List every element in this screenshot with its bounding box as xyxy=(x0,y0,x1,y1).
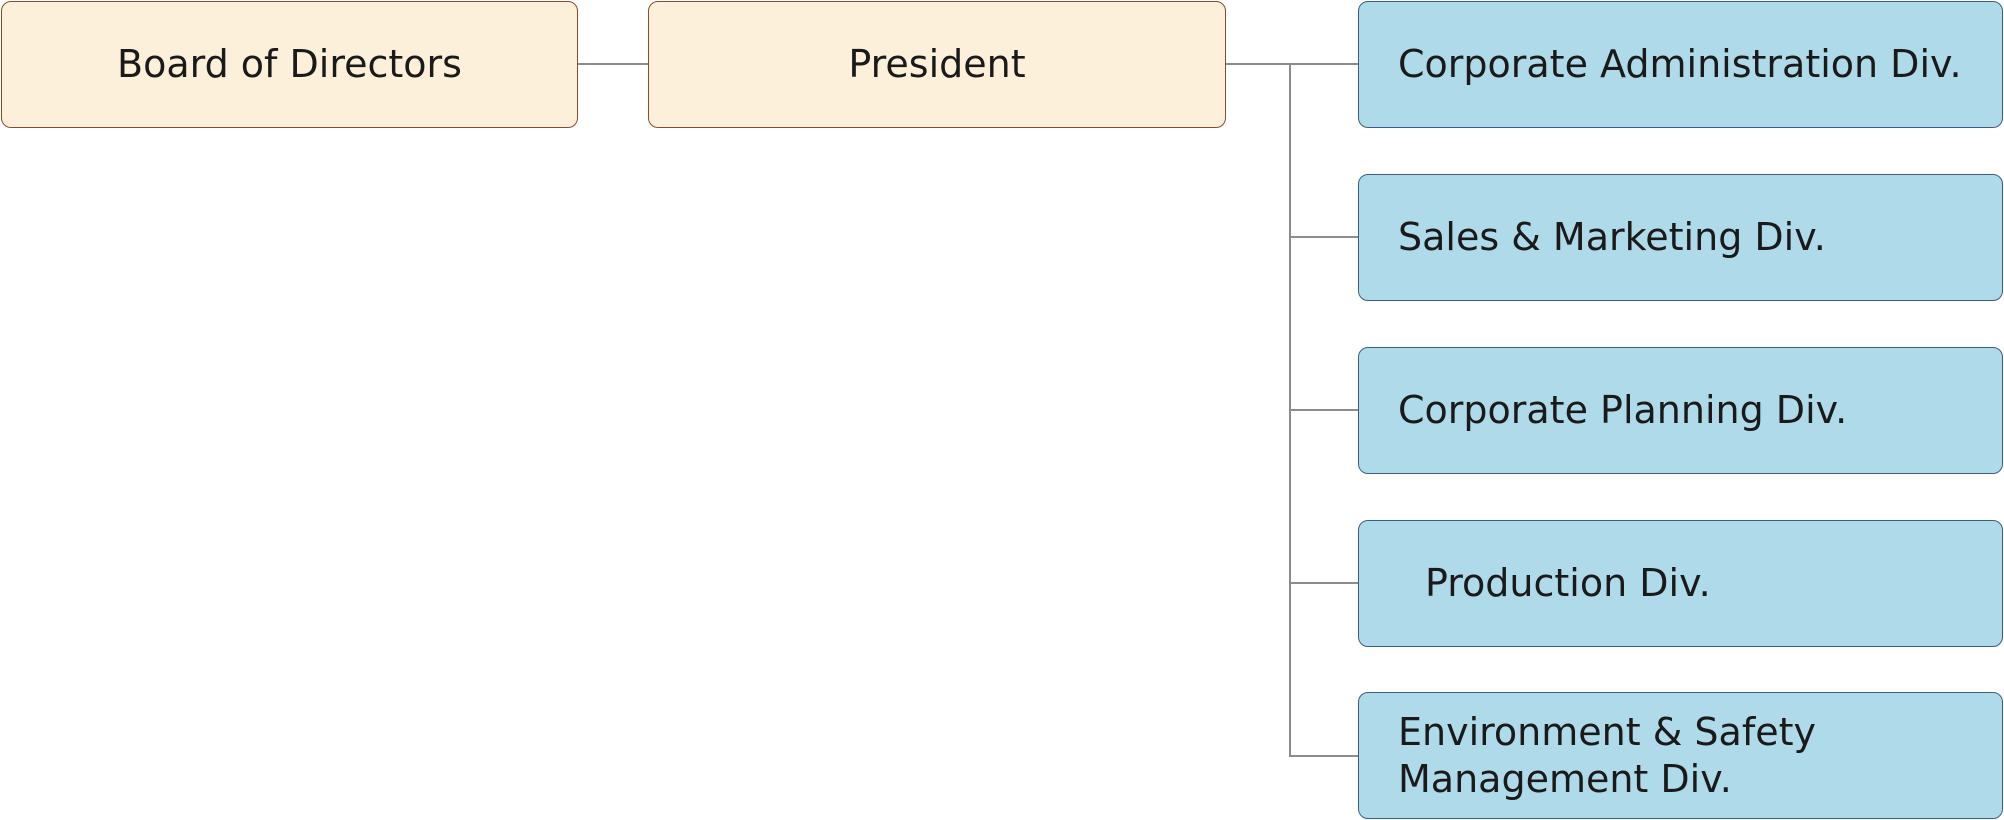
environment-safety-label-line-1: Environment & Safety xyxy=(1398,709,1816,754)
connector-branch-environment-safety xyxy=(1289,755,1359,757)
production-division-box: Production Div. xyxy=(1358,520,2003,647)
sales-marketing-division-label: Sales & Marketing Div. xyxy=(1398,215,1826,259)
board-of-directors-box: Board of Directors xyxy=(1,1,578,128)
sales-marketing-division-box: Sales & Marketing Div. xyxy=(1358,174,2003,301)
connector-board-president xyxy=(577,63,649,65)
board-of-directors-label: Board of Directors xyxy=(117,42,462,86)
president-label: President xyxy=(848,42,1026,86)
corporate-planning-division-box: Corporate Planning Div. xyxy=(1358,347,2003,474)
corporate-planning-division-label: Corporate Planning Div. xyxy=(1398,388,1848,432)
connector-president-trunk xyxy=(1225,63,1291,65)
environment-safety-division-box: Environment & Safety Management Div. xyxy=(1358,692,2003,819)
connector-branch-corporate-administration xyxy=(1289,63,1359,65)
corporate-administration-division-box: Corporate Administration Div. xyxy=(1358,1,2003,128)
connector-branch-production xyxy=(1289,582,1359,584)
connector-branch-corporate-planning xyxy=(1289,409,1359,411)
environment-safety-division-label: Environment & Safety Management Div. xyxy=(1398,709,1816,803)
president-box: President xyxy=(648,1,1226,128)
corporate-administration-division-label: Corporate Administration Div. xyxy=(1398,42,1962,86)
connector-branch-sales-marketing xyxy=(1289,236,1359,238)
production-division-label: Production Div. xyxy=(1425,561,1711,605)
environment-safety-label-line-2: Management Div. xyxy=(1398,756,1732,801)
